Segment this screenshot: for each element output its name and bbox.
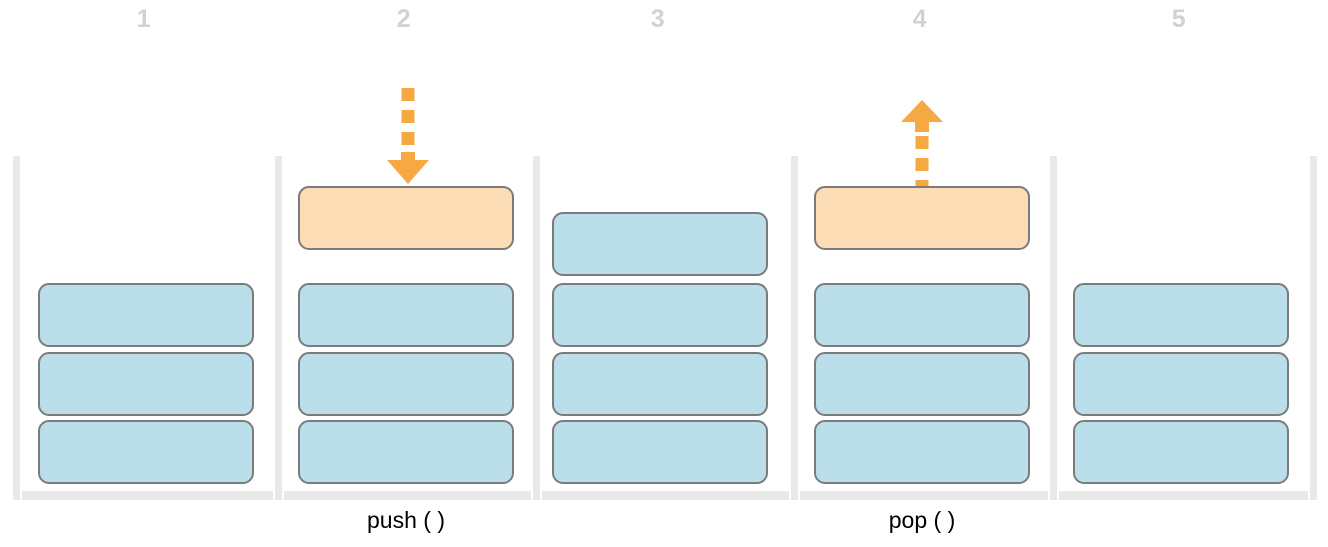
column-floor <box>1059 491 1308 500</box>
stack-block <box>552 352 768 416</box>
column-index-label: 3 <box>650 5 666 33</box>
push-arrow-icon <box>384 86 432 191</box>
stack-block <box>1073 283 1289 347</box>
column-wall <box>1050 156 1057 500</box>
column-wall <box>533 156 540 500</box>
stack-block <box>298 352 514 416</box>
stack-block <box>1073 352 1289 416</box>
stack-block <box>552 283 768 347</box>
column-floor <box>22 491 273 500</box>
column-index-label: 1 <box>136 5 152 33</box>
pop-label: pop ( ) <box>888 507 956 533</box>
stack-block <box>38 352 254 416</box>
active-stack-block <box>298 186 514 250</box>
column-index-label: 5 <box>1171 5 1187 33</box>
stack-block <box>38 420 254 484</box>
column-index-label: 4 <box>912 5 928 33</box>
column-wall <box>1310 156 1317 500</box>
column-floor <box>800 491 1048 500</box>
stack-block <box>552 212 768 276</box>
push-label: push ( ) <box>367 507 445 533</box>
column-wall <box>275 156 282 500</box>
stack-block <box>298 283 514 347</box>
active-stack-block <box>814 186 1030 250</box>
stack-block <box>552 420 768 484</box>
column-floor <box>542 491 789 500</box>
column-wall <box>13 156 20 500</box>
stack-block <box>814 283 1030 347</box>
column-wall <box>791 156 798 500</box>
stack-block <box>298 420 514 484</box>
stack-block <box>38 283 254 347</box>
stack-block <box>814 352 1030 416</box>
column-index-label: 2 <box>396 5 412 33</box>
column-floor <box>284 491 531 500</box>
pop-arrow-icon <box>898 98 946 191</box>
stack-block <box>814 420 1030 484</box>
stack-block <box>1073 420 1289 484</box>
